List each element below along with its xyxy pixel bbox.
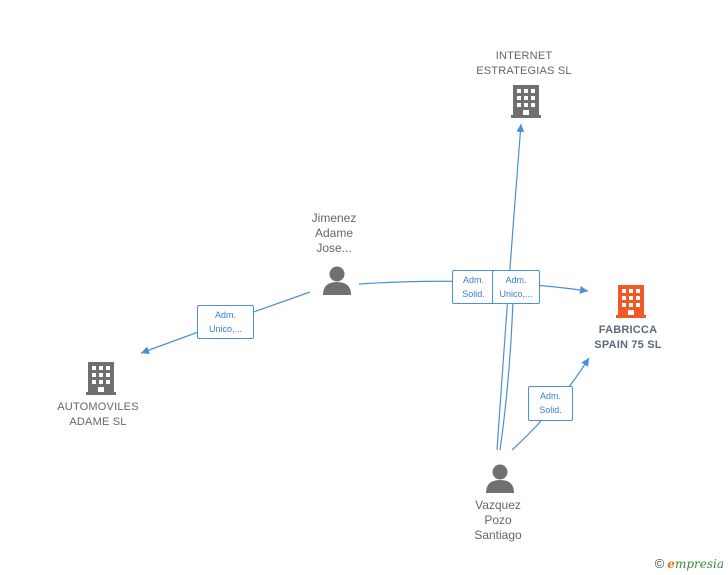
edge-label-jimenez-fabricca[interactable]: Adm. Unico,... <box>492 270 540 304</box>
person-icon[interactable] <box>323 266 351 296</box>
copyright-icon: © <box>654 556 665 571</box>
brand-logo: empresia <box>667 557 724 571</box>
copyright-notice: ©empresia <box>655 556 724 571</box>
node-label-internet-estrategias[interactable]: INTERNET ESTRATEGIAS SL <box>476 50 572 77</box>
node-label-jimenez[interactable]: Jimenez Adame Jose... <box>311 211 357 255</box>
node-label-automoviles-adame[interactable]: AUTOMOVILES ADAME SL <box>57 401 139 428</box>
building-icon[interactable] <box>86 362 116 395</box>
edge-vazquez-jimenez-link <box>499 299 514 451</box>
edge-label-vazquez-internet[interactable]: Adm. Solid. <box>452 270 495 304</box>
person-icon[interactable] <box>486 464 514 494</box>
node-label-vazquez[interactable]: Vazquez Pozo Santiago <box>474 498 522 542</box>
building-icon-focus[interactable] <box>616 285 646 318</box>
building-icon[interactable] <box>511 85 541 118</box>
edge-label-vazquez-fabricca[interactable]: Adm. Solid. <box>528 386 573 421</box>
node-label-fabricca-spain[interactable]: FABRICCA SPAIN 75 SL <box>594 324 662 351</box>
edge-label-jimenez-automoviles[interactable]: Adm. Unico,... <box>197 305 254 339</box>
